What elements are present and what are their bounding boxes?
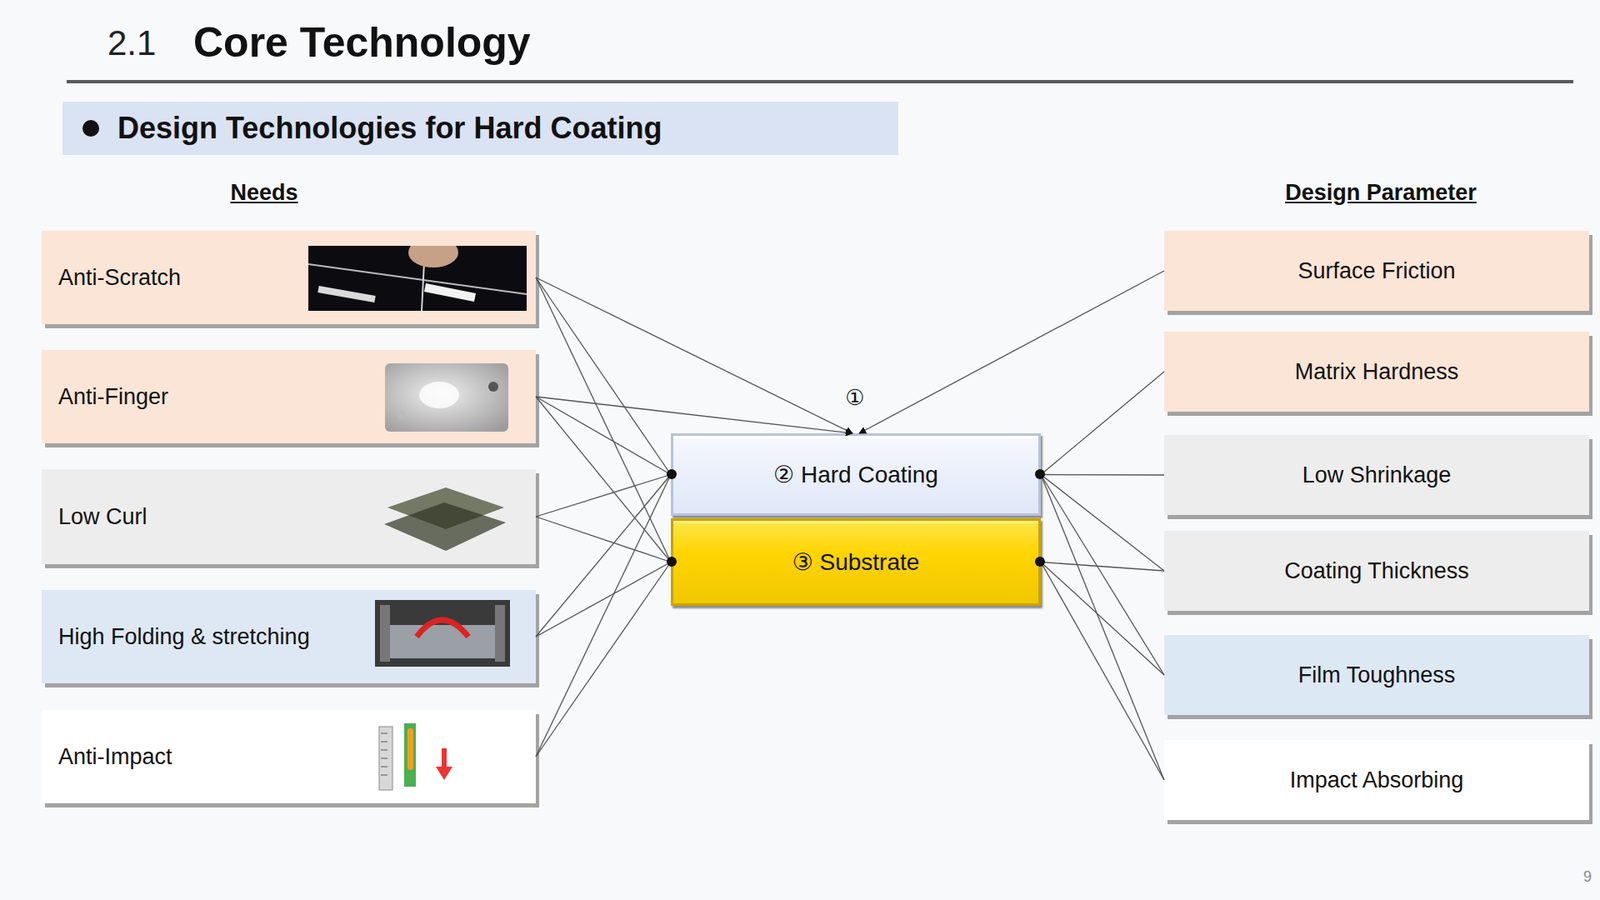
connector-line	[535, 475, 671, 758]
machine-rail	[380, 605, 390, 662]
connector-line	[1040, 475, 1165, 676]
connector-line	[535, 396, 671, 563]
connector-line	[1040, 562, 1165, 676]
fingerprint	[419, 381, 460, 409]
parameter-box: Coating Thickness	[1164, 530, 1590, 611]
connector-line	[1040, 475, 1165, 781]
connector-line	[535, 562, 671, 638]
folding-photo	[375, 600, 510, 674]
reflection	[318, 289, 375, 300]
impact-arrow	[435, 766, 453, 780]
connector-line	[535, 277, 671, 563]
illustration	[379, 482, 511, 558]
need-box: Anti-Scratch	[41, 230, 536, 325]
node-text: Coating Thickness	[1284, 557, 1470, 585]
impact-illustration	[362, 720, 523, 794]
machine-rail	[495, 605, 505, 662]
node-text: Film Toughness	[1298, 661, 1456, 689]
node-text: ③ Substrate	[792, 548, 920, 576]
need-box: Anti-Impact	[41, 710, 536, 804]
slide-title: Core Technology	[193, 18, 531, 67]
photo-bg	[375, 600, 510, 667]
ruler	[379, 726, 393, 790]
scratch-line	[308, 264, 527, 295]
reflection	[425, 287, 475, 298]
connector-line	[535, 277, 671, 475]
section-band: Design Technologies for Hard Coating	[62, 101, 899, 155]
node-text: Design Technologies for Hard Coating	[117, 110, 662, 146]
node-text: Anti-Impact	[58, 743, 375, 770]
connector-line	[1040, 475, 1165, 572]
page-number: 9	[1558, 868, 1592, 886]
connector-line	[535, 396, 671, 475]
connector-line	[1040, 371, 1165, 475]
illustration	[375, 600, 510, 677]
callout-number: ①	[835, 385, 875, 411]
curl-illustration	[379, 482, 511, 555]
junction-dot	[1035, 556, 1045, 567]
fingertip	[408, 245, 459, 268]
bullet-dot	[82, 120, 100, 137]
tube	[404, 723, 416, 787]
parameter-box: Low Shrinkage	[1164, 435, 1590, 515]
parameter-box: Matrix Hardness	[1164, 331, 1590, 412]
parameter-box: Impact Absorbing	[1164, 740, 1590, 820]
ruler-ticks	[380, 733, 388, 775]
node-text: ② Hard Coating	[773, 460, 939, 489]
machine-plate	[390, 625, 495, 659]
illustration	[308, 245, 527, 315]
photo-bg	[362, 720, 523, 794]
column-heading: Design Parameter	[1235, 180, 1527, 206]
droplet	[397, 410, 406, 420]
node-text: Low Shrinkage	[1302, 461, 1452, 489]
bullet	[80, 118, 101, 139]
connector-line	[1040, 562, 1165, 781]
layer-box: ③ Substrate	[670, 518, 1041, 606]
connector-line	[535, 475, 671, 638]
illustration	[385, 363, 509, 435]
need-box: High Folding & stretching	[41, 590, 536, 684]
connector-line	[535, 396, 853, 434]
connector-line	[535, 475, 671, 518]
parameter-box: Film Toughness	[1164, 635, 1590, 715]
connector-line	[859, 270, 1165, 434]
connector-line	[535, 277, 853, 434]
node-text: Surface Friction	[1297, 257, 1455, 285]
layer-box: ② Hard Coating	[670, 433, 1041, 516]
pen	[407, 728, 414, 770]
illustration	[362, 720, 523, 797]
junction-dot	[666, 469, 677, 480]
connector-line	[535, 516, 671, 563]
parameter-box: Surface Friction	[1164, 230, 1590, 311]
node-text: Anti-Scratch	[58, 264, 375, 291]
node-text: High Folding & stretching	[58, 623, 375, 650]
finger-photo	[385, 363, 509, 432]
connector-line	[1040, 562, 1165, 572]
droplet	[488, 381, 499, 392]
connector-line	[1040, 474, 1165, 476]
film-sheet	[384, 502, 506, 551]
node-text: Anti-Finger	[58, 383, 375, 410]
title-rule	[66, 80, 1574, 84]
connector-line	[535, 562, 671, 758]
need-box: Low Curl	[41, 469, 536, 565]
scratch-photo	[308, 245, 527, 311]
column-heading: Needs	[180, 180, 348, 206]
node-text: Impact Absorbing	[1290, 766, 1465, 794]
photo-bg	[385, 363, 509, 432]
section-number: 2.1	[107, 23, 183, 64]
need-box: Anti-Finger	[41, 350, 536, 444]
junction-dot	[666, 556, 677, 567]
folded-film	[416, 620, 469, 637]
node-text: Low Curl	[58, 503, 375, 530]
node-text: Matrix Hardness	[1295, 358, 1460, 385]
junction-dot	[1035, 469, 1045, 480]
